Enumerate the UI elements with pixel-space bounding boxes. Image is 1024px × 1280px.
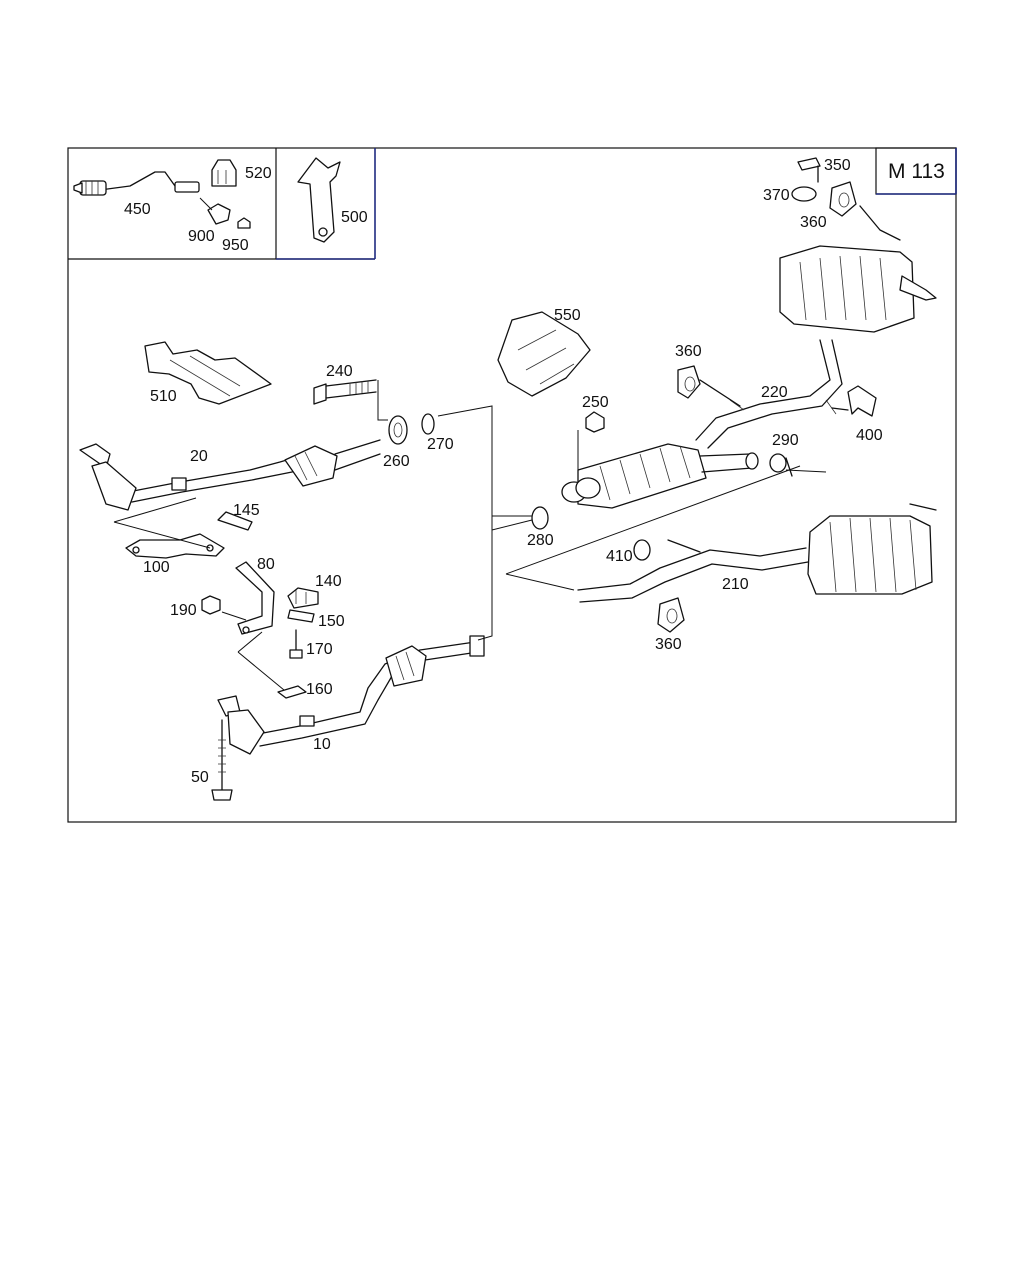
label-900: 900 [188, 228, 215, 245]
leader-lines [113, 380, 827, 691]
oxygen-sensor-450 [73, 171, 200, 196]
label-350: 350 [824, 157, 851, 174]
bolt-240 [313, 379, 377, 405]
label-270: 270 [427, 436, 454, 453]
label-360-top: 360 [800, 214, 827, 231]
label-400: 400 [856, 427, 883, 444]
hanger-360-mid [677, 365, 741, 407]
label-145: 145 [233, 502, 260, 519]
clip-520 [211, 159, 237, 187]
label-220: 220 [761, 384, 788, 401]
clamp-140 [287, 587, 319, 609]
front-pipe-10 [217, 635, 485, 755]
label-160: 160 [306, 681, 333, 698]
label-360-low: 360 [655, 636, 682, 653]
label-500: 500 [341, 209, 368, 226]
label-190: 190 [170, 602, 197, 619]
label-240: 240 [326, 363, 353, 380]
rubber-410 [633, 539, 651, 561]
label-950: 950 [222, 237, 249, 254]
center-muffler [561, 443, 759, 509]
label-10: 10 [313, 736, 331, 753]
heat-shield-550 [497, 311, 591, 397]
rear-pipe-210 [577, 503, 937, 603]
label-410: 410 [606, 548, 633, 565]
bolt-170 [289, 629, 303, 659]
label-370: 370 [763, 187, 790, 204]
diagram-frame [67, 147, 957, 823]
bush-370 [791, 186, 817, 202]
nut-190 [201, 595, 221, 615]
inset-boxes [67, 147, 957, 290]
part-labels: 450 520 900 950 500 510 20 240 260 270 1… [124, 157, 883, 786]
label-210: 210 [722, 576, 749, 593]
heat-shield-510 [144, 341, 272, 405]
cover-900 [207, 203, 231, 225]
gasket-260 [388, 415, 408, 445]
bolt-350 [797, 157, 821, 183]
rubber-150 [287, 609, 315, 623]
front-pipe-20 [79, 439, 381, 511]
label-290: 290 [772, 432, 799, 449]
hanger-360-top [829, 181, 857, 217]
label-520: 520 [245, 165, 272, 182]
label-510: 510 [150, 388, 177, 405]
label-360-mid: 360 [675, 343, 702, 360]
hanger-360-low [657, 597, 685, 633]
clamp-290 [769, 453, 793, 477]
gasket-280 [531, 506, 549, 530]
bracket-80 [235, 561, 275, 635]
label-20: 20 [190, 448, 208, 465]
label-260: 260 [383, 453, 410, 470]
label-80: 80 [257, 556, 275, 573]
clip-160 [277, 685, 307, 699]
engine-code-label: M 113 [888, 160, 945, 183]
label-100: 100 [143, 559, 170, 576]
nut-250 [585, 411, 605, 433]
hanger-400 [831, 385, 877, 417]
bolt-50 [211, 719, 233, 801]
ring-270 [421, 413, 435, 435]
label-50: 50 [191, 769, 209, 786]
rear-muffler-upper [779, 205, 937, 333]
bracket-500 [297, 157, 341, 243]
bracket-100 [125, 533, 225, 559]
label-280: 280 [527, 532, 554, 549]
label-170: 170 [306, 641, 333, 658]
nut-950 [237, 217, 251, 229]
label-450: 450 [124, 201, 151, 218]
label-140: 140 [315, 573, 342, 590]
label-550: 550 [554, 307, 581, 324]
label-150: 150 [318, 613, 345, 630]
gasket-145 [217, 511, 253, 531]
label-250: 250 [582, 394, 609, 411]
